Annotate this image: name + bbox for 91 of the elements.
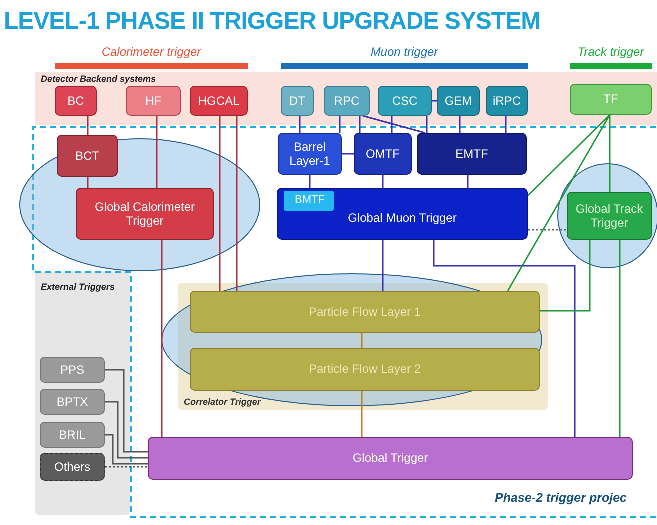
- connector-line: [309, 175, 311, 188]
- process-box: [278, 133, 342, 175]
- process-box: [76, 188, 214, 240]
- box-label: PPS: [59, 362, 86, 378]
- box-label: Global Calorimeter Trigger: [94, 200, 196, 228]
- box-label: iRPC: [492, 94, 522, 108]
- group-heading: Phase-2 trigger projec: [495, 491, 627, 505]
- box-label: HGCAL: [197, 94, 241, 108]
- process-box: [57, 135, 118, 177]
- section-heading: Calorimeter trigger: [100, 45, 202, 59]
- process-box: [190, 348, 540, 391]
- process-box: [324, 86, 370, 116]
- connector-line: [527, 114, 611, 197]
- connector-line: [609, 115, 611, 192]
- trigger-box: [277, 188, 528, 240]
- process-box: [437, 86, 480, 116]
- connector-line: [361, 333, 363, 348]
- process-box: [126, 86, 181, 116]
- connector-line: [528, 229, 567, 231]
- title: LEVEL-1 PHASE II TRIGGER UPGRADE SYSTEM: [4, 8, 541, 36]
- group-heading: Correlator Trigger: [184, 397, 261, 407]
- connector-line: [467, 175, 469, 188]
- connector-line: [459, 116, 461, 133]
- backend-band: [35, 72, 657, 125]
- process-box: [378, 86, 432, 116]
- box-label: TF: [602, 92, 620, 107]
- process-box: [40, 389, 105, 415]
- connector-line: [432, 100, 437, 102]
- box-label: Barrel Layer-1: [288, 140, 332, 168]
- process-box: [55, 86, 97, 116]
- connector-line: [105, 466, 148, 468]
- process-box: [486, 86, 528, 116]
- box-label: GEM: [444, 94, 474, 108]
- connector-line: [361, 391, 363, 437]
- connector-line: [391, 116, 393, 133]
- box-label: Global Trigger: [352, 451, 430, 466]
- connector-line: [105, 434, 148, 465]
- box-label: BCT: [74, 148, 100, 164]
- section-heading: Track trigger: [576, 45, 646, 59]
- process-box: [417, 133, 527, 175]
- connector-line: [299, 116, 301, 133]
- process-box: [281, 86, 314, 116]
- box-label: BC: [66, 94, 86, 108]
- process-box: [40, 357, 105, 383]
- process-box: [148, 437, 633, 480]
- box-label: Particle Flow Layer 1: [308, 304, 422, 320]
- process-box: [40, 422, 105, 448]
- external-panel: [35, 272, 130, 515]
- process-box: [284, 191, 334, 211]
- process-box: [570, 84, 652, 115]
- connector-line: [219, 116, 221, 291]
- box-label: CSC: [391, 94, 419, 108]
- connector-line: [87, 116, 89, 135]
- box-label: DT: [288, 94, 306, 108]
- process-box: [567, 192, 652, 240]
- box-label: Global Muon Trigger: [347, 210, 458, 226]
- connector-line: [362, 115, 426, 134]
- connector-line: [382, 175, 384, 188]
- connector-line: [105, 369, 148, 453]
- process-box: [40, 453, 105, 481]
- connector-line: [87, 177, 89, 188]
- connector-line: [105, 401, 148, 459]
- connector-line: [156, 116, 158, 188]
- box-label: OMTF: [365, 146, 401, 162]
- connector-line: [507, 114, 611, 292]
- box-label: BMTF: [294, 194, 326, 208]
- connector-line: [339, 116, 341, 133]
- connector-line: [505, 116, 507, 133]
- process-box: [190, 86, 248, 116]
- box-label: BRIL: [58, 428, 87, 442]
- box-label: Global Track Trigger: [574, 202, 644, 230]
- process-box: [190, 291, 540, 333]
- section-heading: Muon trigger: [370, 45, 440, 59]
- box-label: RPC: [333, 94, 361, 108]
- connector-line: [619, 240, 621, 437]
- connector-line: [540, 240, 591, 312]
- box-label: BPTX: [56, 394, 90, 410]
- group-heading: External Triggers: [41, 282, 115, 292]
- process-box: [354, 133, 412, 175]
- connector-line: [161, 240, 163, 437]
- group-heading: Detector Backend systems: [41, 74, 156, 84]
- box-label: HF: [144, 94, 162, 108]
- box-label: Others: [53, 460, 92, 474]
- box-label: Particle Flow Layer 2: [308, 362, 422, 377]
- connector-line: [359, 116, 361, 133]
- box-label: EMTF: [454, 146, 490, 162]
- connector-line: [433, 240, 576, 437]
- connector-line: [382, 240, 384, 291]
- connector-line: [342, 153, 354, 155]
- connector-line: [236, 116, 238, 291]
- connector-line: [426, 116, 428, 133]
